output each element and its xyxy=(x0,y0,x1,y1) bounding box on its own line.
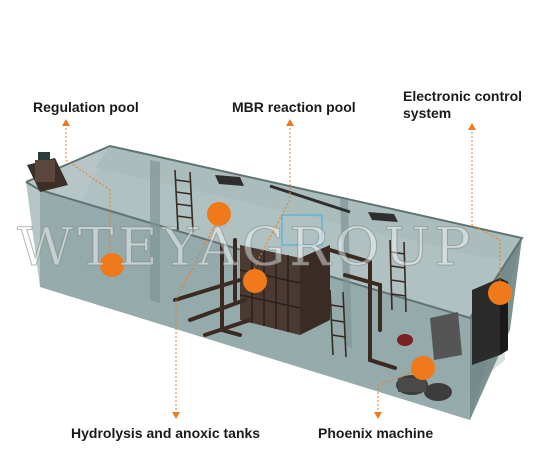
regulation-cabinet-door xyxy=(35,160,55,182)
marker-regulation-pool xyxy=(100,253,124,277)
hatch-1 xyxy=(215,175,244,186)
ladder-left xyxy=(174,169,194,233)
pointer-arrowheads xyxy=(62,119,476,419)
label-regulation-pool: Regulation pool xyxy=(33,99,139,115)
ladder-right xyxy=(389,239,407,313)
label-mbr-reaction-pool: MBR reaction pool xyxy=(232,99,356,115)
pipework xyxy=(173,238,397,370)
partition-2 xyxy=(340,198,352,348)
phoenix-blowers xyxy=(396,334,452,401)
ladder-center xyxy=(329,289,347,358)
label-electronic-control-line1: Electronic control xyxy=(403,88,523,104)
equipment-box xyxy=(430,312,462,360)
marker-hydrolysis xyxy=(207,202,231,226)
hatch-2 xyxy=(368,212,398,222)
label-phoenix-machine: Phoenix machine xyxy=(318,425,434,441)
partition-1 xyxy=(150,160,160,303)
marker-mbr xyxy=(243,269,267,293)
label-hydrolysis-anoxic: Hydrolysis and anoxic tanks xyxy=(71,425,261,441)
marker-phoenix xyxy=(411,356,435,380)
label-electronic-control-system: Electronic control system xyxy=(403,88,522,122)
top-rail xyxy=(269,184,351,214)
label-electronic-control-line2: system xyxy=(403,105,452,121)
marker-control-system xyxy=(488,281,512,305)
pointer-lines xyxy=(65,124,501,414)
regulation-panel xyxy=(38,152,50,160)
tank-rim xyxy=(25,144,524,320)
